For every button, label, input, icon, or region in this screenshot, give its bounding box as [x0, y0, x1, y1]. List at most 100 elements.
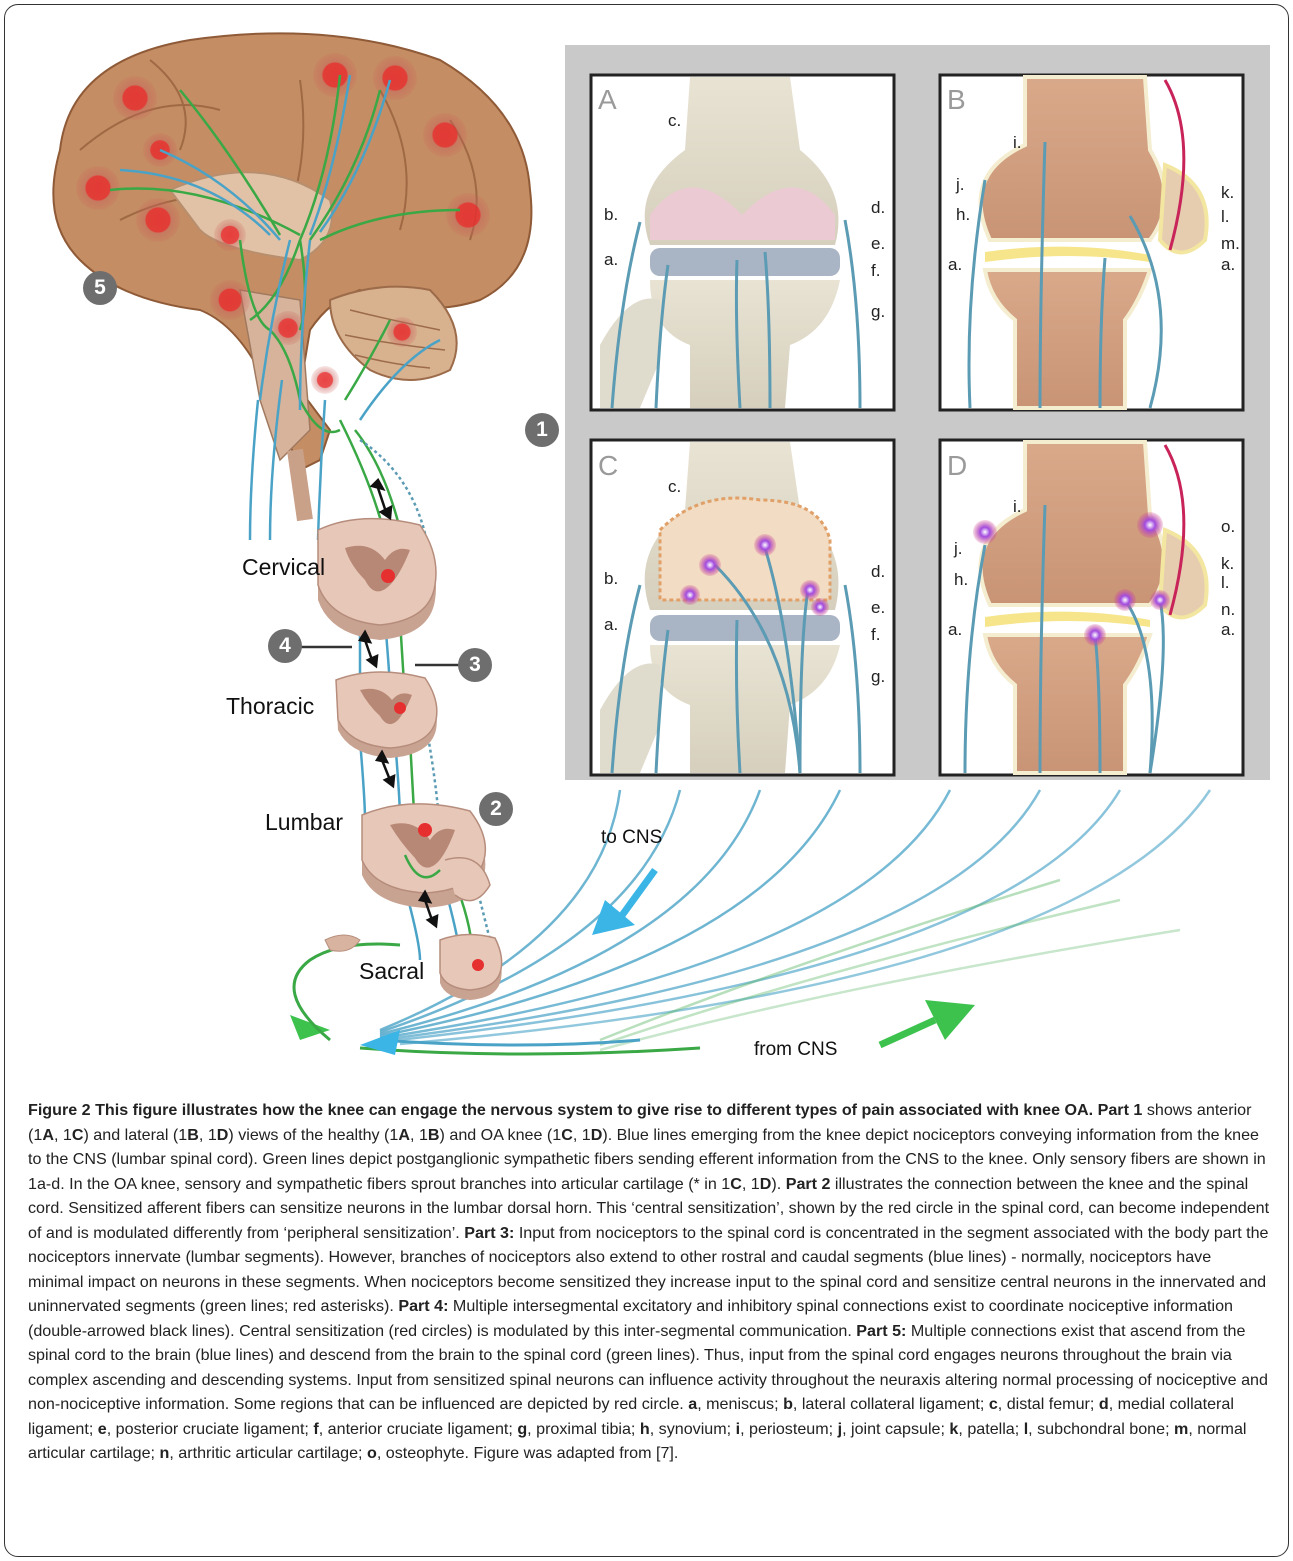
panel-d-label-a-left: a. — [948, 621, 962, 638]
panel-a — [591, 75, 894, 410]
caption-part2-label: Part 2 — [786, 1175, 831, 1193]
legend-key: b — [783, 1395, 793, 1413]
label-lumbar: Lumbar — [265, 811, 343, 834]
legend-text: , synovium; — [650, 1420, 736, 1438]
panel-a-label-d: d. — [871, 199, 885, 216]
label-sacral: Sacral — [359, 960, 424, 983]
panel-c-label-g: g. — [871, 668, 885, 685]
legend-text: , arthritic articular cartilage; — [169, 1444, 367, 1462]
legend-text: , anterior cruciate ligament; — [319, 1420, 518, 1438]
segment-sacral — [440, 934, 502, 1000]
caption-part3-label: Part 3: — [464, 1224, 514, 1242]
panel-c-label-b: b. — [604, 570, 618, 587]
legend-key: d — [1099, 1395, 1109, 1413]
caption-text: ). — [771, 1175, 785, 1193]
caption-letter: B — [187, 1126, 199, 1144]
legend-text: , patella; — [958, 1420, 1023, 1438]
knee-panels-group — [565, 45, 1270, 780]
panel-d-label-i: i. — [1013, 498, 1022, 515]
caption-letter: D — [760, 1175, 772, 1193]
legend-text: , osteophyte. Figure was adapted from [7… — [377, 1444, 678, 1462]
panel-a-letter: A — [598, 86, 617, 114]
panel-b-label-a-right: a. — [1221, 256, 1235, 273]
panel-c-label-d: d. — [871, 563, 885, 580]
legend-text: , meniscus; — [697, 1395, 783, 1413]
panel-d-label-a-right: a. — [1221, 621, 1235, 638]
legend-text: , periosteum; — [740, 1420, 838, 1438]
caption-letter: C — [730, 1175, 742, 1193]
caption-part1-label: Part 1 — [1098, 1101, 1143, 1119]
panel-d — [940, 440, 1243, 775]
panel-d-label-l: l. — [1221, 574, 1230, 591]
label-from-cns: from CNS — [754, 1040, 837, 1059]
legend-key: e — [98, 1420, 107, 1438]
label-cervical: Cervical — [242, 556, 325, 579]
legend-key: c — [989, 1395, 998, 1413]
legend-key: o — [367, 1444, 377, 1462]
part-badge-5: 5 — [83, 271, 117, 305]
part-badge-4: 4 — [268, 629, 302, 663]
panel-b-label-m: m. — [1221, 235, 1240, 252]
panel-b-label-j: j. — [956, 176, 965, 193]
panel-a-label-b: b. — [604, 206, 618, 223]
caption-text: ) and lateral (1 — [83, 1126, 187, 1144]
legend-text: , distal femur; — [998, 1395, 1099, 1413]
legend-text: , posterior cruciate ligament; — [107, 1420, 314, 1438]
panel-c-letter: C — [598, 452, 618, 480]
segment-thoracic — [336, 672, 437, 758]
panel-b-letter: B — [947, 86, 966, 114]
panel-d-label-j: j. — [954, 540, 963, 557]
caption-part5-label: Part 5: — [856, 1322, 906, 1340]
fiber-bundle — [360, 790, 1210, 1054]
segment-cervical — [318, 519, 436, 640]
caption-letter: D — [591, 1126, 603, 1144]
panel-d-label-o: o. — [1221, 518, 1235, 535]
caption-text: , 1 — [410, 1126, 428, 1144]
panel-a-label-e: e. — [871, 235, 885, 252]
legend-key: n — [160, 1444, 170, 1462]
caption-letter: D — [217, 1126, 229, 1144]
legend-key: a — [688, 1395, 697, 1413]
caption-letter: B — [428, 1126, 440, 1144]
part-badge-2: 2 — [479, 792, 513, 826]
panel-b-label-i: i. — [1013, 134, 1022, 151]
part-badge-3: 3 — [458, 648, 492, 682]
caption-letter: C — [72, 1126, 84, 1144]
panel-d-label-h: h. — [954, 571, 968, 588]
label-thoracic: Thoracic — [226, 695, 314, 718]
legend-text: , lateral collateral ligament; — [793, 1395, 989, 1413]
caption-text: , 1 — [573, 1126, 591, 1144]
panel-c-label-a: a. — [604, 616, 618, 633]
panel-c-label-f: f. — [871, 626, 880, 643]
legend-key: m — [1174, 1420, 1188, 1438]
legend-key: h — [640, 1420, 650, 1438]
panel-d-letter: D — [947, 452, 967, 480]
caption-letter: A — [42, 1126, 54, 1144]
panel-b-label-a-left: a. — [948, 256, 962, 273]
panel-c — [591, 440, 894, 775]
caption-text: , 1 — [199, 1126, 217, 1144]
legend-text: , subchondral bone; — [1028, 1420, 1174, 1438]
illustration-svg — [0, 0, 1293, 1090]
figure-illustration: A c. b. d. e. a. f. g. B i. j. k. h. l. … — [0, 0, 1293, 1090]
panel-b-label-l: l. — [1221, 208, 1230, 225]
legend-text: , proximal tibia; — [527, 1420, 640, 1438]
legend-key: g — [517, 1420, 527, 1438]
caption-text: , 1 — [742, 1175, 760, 1193]
spinal-ganglion — [325, 935, 360, 951]
panel-a-label-c: c. — [668, 112, 681, 129]
figure-caption: Figure 2 This figure illustrates how the… — [28, 1098, 1270, 1466]
panel-d-label-k: k. — [1221, 555, 1234, 572]
caption-title: Figure 2 This figure illustrates how the… — [28, 1101, 1093, 1119]
caption-letter: C — [561, 1126, 573, 1144]
panel-a-label-g: g. — [871, 303, 885, 320]
panel-a-label-a: a. — [604, 251, 618, 268]
panel-c-label-c: c. — [668, 478, 681, 495]
legend-text: , joint capsule; — [842, 1420, 949, 1438]
caption-text: ) views of the healthy (1 — [228, 1126, 398, 1144]
panel-d-label-n: n. — [1221, 601, 1235, 618]
label-to-cns: to CNS — [601, 828, 662, 847]
caption-part4-label: Part 4: — [398, 1297, 448, 1315]
panel-a-label-f: f. — [871, 262, 880, 279]
caption-text: , 1 — [54, 1126, 72, 1144]
